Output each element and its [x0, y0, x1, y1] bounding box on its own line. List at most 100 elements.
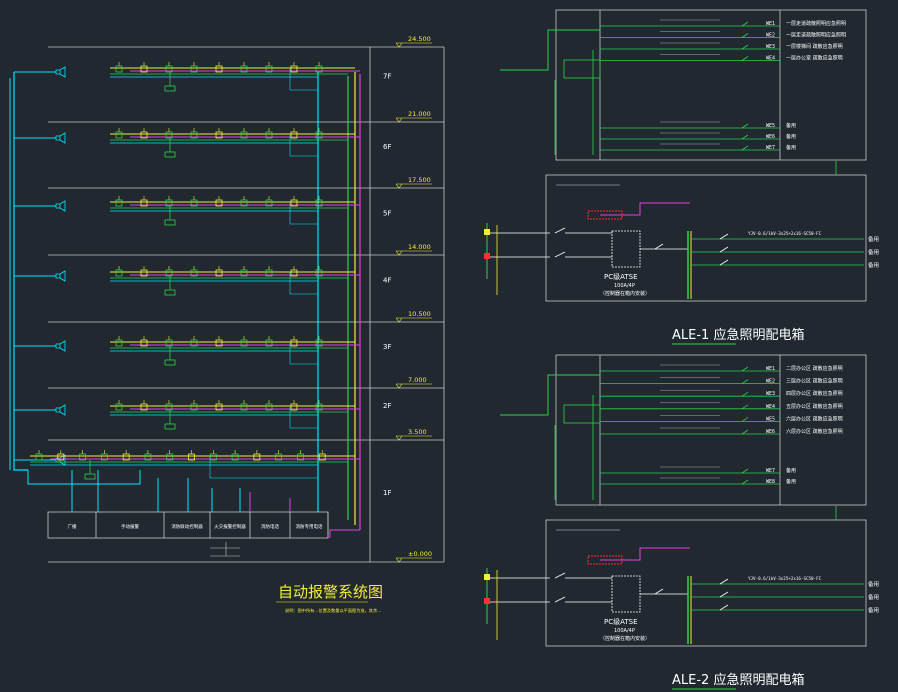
feeder-label: YJV-0.6/1kV-3x25+2x16-SC50-FC — [748, 231, 822, 236]
elevation-symbol — [395, 383, 403, 389]
atse-label: PC级ATSE — [604, 617, 638, 626]
atse-rating: 100A/4P — [614, 283, 635, 289]
elevation-symbol — [395, 183, 403, 189]
broadcast-bus — [13, 72, 28, 471]
lower-box — [545, 519, 867, 647]
elevation-symbol — [395, 435, 403, 441]
circuit-desc: 备用 — [786, 144, 796, 151]
floor-label: 3F — [383, 343, 391, 351]
input-breaker — [554, 596, 612, 603]
elevation-label: 7.000 — [408, 376, 427, 384]
fire-module-box — [587, 555, 623, 565]
circuit-desc: 一层走道疏散照明应急照明 — [786, 32, 846, 39]
bend-wire — [289, 68, 318, 91]
circuit-id: WE1 — [766, 21, 775, 27]
circuit-breaker — [741, 134, 749, 140]
bend-wire — [289, 342, 318, 365]
circuit-breaker — [741, 479, 749, 485]
elevation-symbol — [395, 117, 403, 123]
circuit-desc: 三层办公区 疏散应急照明 — [786, 378, 843, 385]
speakers — [14, 66, 66, 466]
elevation-marks: 24.50021.00017.50014.00010.5007.0003.500… — [395, 35, 432, 563]
circuit-id: WE6 — [766, 429, 775, 435]
input-breaker — [554, 227, 612, 234]
circuit-breaker — [741, 33, 749, 38]
input-wires — [487, 232, 550, 258]
output-label: 备用 — [868, 580, 879, 588]
module-box — [164, 85, 176, 92]
atse-note: （控制器在箱内安装） — [600, 290, 650, 297]
input-terminal-2 — [484, 253, 490, 259]
bottom-symbol — [210, 542, 240, 557]
speaker-icon — [55, 404, 66, 416]
elevation-symbol — [395, 557, 403, 563]
input-breaker — [554, 251, 612, 258]
circuit-breaker — [741, 417, 749, 422]
circuit-id: WE1 — [766, 366, 775, 372]
elevation-symbol — [395, 317, 403, 323]
circuit-breaker — [741, 429, 749, 435]
signal-wire — [600, 547, 690, 561]
elevation-label: 14.000 — [408, 243, 431, 251]
module-box — [164, 423, 176, 430]
circuit-id: WE5 — [766, 416, 775, 422]
input-terminal — [484, 574, 490, 580]
circuit-id: WE2 — [766, 33, 775, 39]
signal-wire — [600, 202, 690, 216]
speaker-icon — [55, 200, 66, 212]
bend-wire — [289, 406, 318, 429]
panel-title: ALE-1 应急照明配电箱 — [672, 327, 804, 343]
input-terminal-2 — [484, 598, 490, 604]
feeder-green — [500, 374, 600, 416]
fire-module-box — [587, 210, 623, 220]
bend-wire — [289, 272, 318, 295]
bottom-loop — [27, 470, 141, 485]
input-terminal — [484, 229, 490, 235]
floor-device-rows — [30, 62, 360, 480]
output-label: 备用 — [868, 235, 879, 243]
floor-label: 6F — [383, 143, 391, 151]
circuit-id: WE6 — [766, 134, 775, 140]
bottom-wiring-magenta — [249, 492, 360, 538]
circuit-desc: 四层办公区 疏散应急照明 — [786, 390, 843, 397]
circuit-id: WE7 — [766, 145, 775, 151]
circuit-breaker — [741, 21, 749, 27]
floor-label: 7F — [383, 73, 391, 81]
control-box-label: 消防电话 — [261, 523, 279, 530]
circuit-desc: 一层楼梯间 疏散应急照明 — [786, 43, 843, 50]
atse-rating: 100A/4P — [614, 628, 635, 634]
control-equipment: 广播手动报警消防联动控制器火灾报警控制器消防电话消防专用电话 — [68, 512, 329, 538]
floor-lines — [48, 121, 444, 441]
output-label: 备用 — [868, 261, 879, 269]
upper-box — [555, 9, 867, 161]
circuit-desc: 备用 — [786, 478, 796, 485]
circuit-breaker — [741, 366, 749, 372]
circuit-breaker — [741, 56, 749, 61]
output-breaker — [719, 591, 729, 598]
elevation-label: 21.000 — [408, 110, 431, 118]
input-breaker — [554, 572, 612, 579]
circuit-breaker — [741, 379, 749, 384]
bend-wire — [289, 134, 318, 157]
circuit-desc: 六层办公区 疏散应急照明 — [786, 428, 843, 435]
circuit-breaker — [741, 44, 749, 50]
circuit-breaker — [741, 145, 749, 151]
elevation-label: 3.500 — [408, 428, 427, 436]
circuit-id: WE4 — [766, 404, 775, 410]
output-label: 备用 — [868, 606, 879, 614]
elevation-label: ±0.000 — [408, 550, 432, 558]
alarm-diagram-title: 自动报警系统图 — [278, 583, 383, 601]
output-breaker — [719, 233, 729, 240]
speaker-icon — [55, 66, 66, 78]
bottom-wiring-cyan — [71, 470, 241, 512]
floor-label: 2F — [383, 402, 391, 410]
elevation-label: 24.500 — [408, 35, 431, 43]
panel-title: ALE-2 应急照明配电箱 — [672, 672, 804, 688]
circuit-breaker — [741, 468, 749, 474]
output-breaker — [719, 578, 729, 585]
circuit-desc: 一层走道疏散照明应急照明 — [786, 20, 846, 27]
input-wires — [487, 577, 550, 603]
main-breaker — [654, 243, 664, 250]
